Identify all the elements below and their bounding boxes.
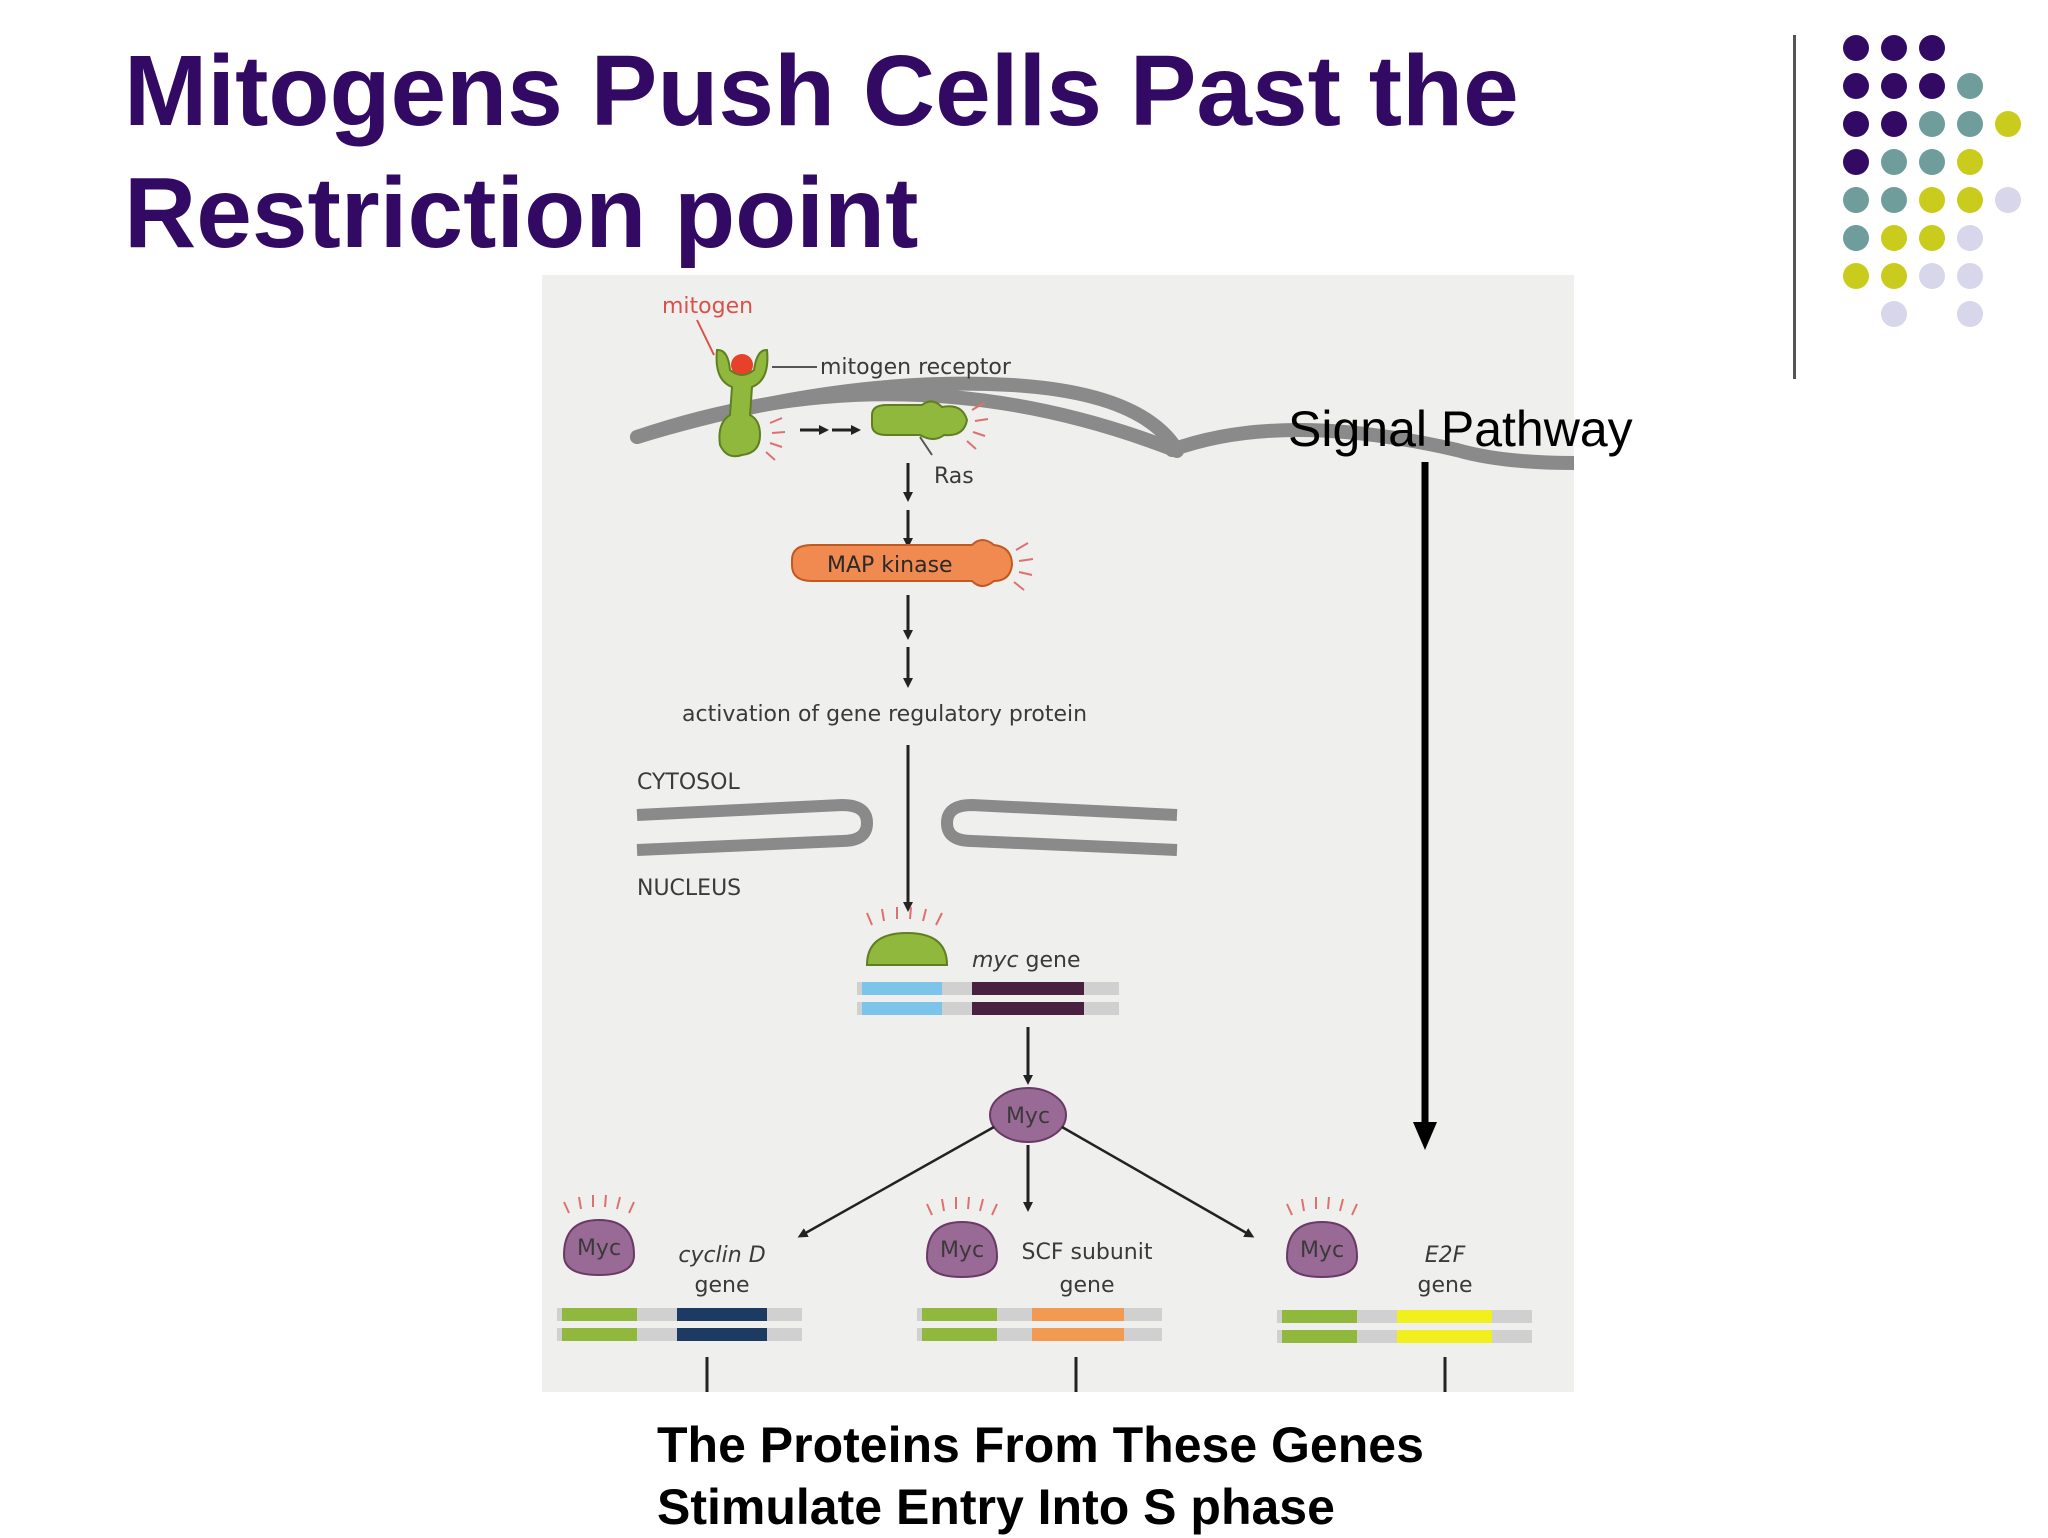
map-kinase-protein — [791, 539, 1014, 587]
nuclear-envelope — [636, 798, 1178, 856]
activation-label: activation of gene regulatory protein — [682, 702, 1087, 727]
membrane-arc — [630, 387, 1184, 458]
vertical-divider — [1793, 35, 1796, 379]
caption-line-2: Stimulate Entry Into S phase — [657, 1479, 1335, 1535]
e2f-label: E2F — [1425, 1243, 1466, 1268]
gene-regulatory-protein — [865, 931, 949, 966]
cyclin-d-gene-word: gene — [695, 1273, 750, 1298]
title-line-2: Restriction point — [124, 157, 919, 269]
slide-caption: The Proteins From These Genes Stimulate … — [657, 1414, 1757, 1538]
ras-activation-marks — [966, 402, 989, 450]
diagram-background — [542, 275, 1574, 1392]
signal-pathway-label: Signal Pathway — [1288, 401, 1633, 457]
cyclin-d-gene-group: Myc cyclin D gene — [557, 1194, 802, 1392]
signal-pathway-diagram: mitogen mitogen receptor Ras — [542, 275, 1574, 1392]
slide-title: Mitogens Push Cells Past the Restriction… — [124, 30, 1624, 274]
decorative-dot-grid — [1820, 28, 2040, 348]
ras-label: Ras — [934, 464, 974, 489]
regulatory-protein-activation-marks — [866, 906, 943, 926]
mitogen-molecule — [731, 354, 753, 376]
receptor-label: mitogen receptor — [820, 355, 1012, 380]
ras-protein — [871, 400, 969, 440]
myc-on-cyclin-d: Myc — [577, 1236, 621, 1261]
myc-protein — [989, 1087, 1067, 1143]
myc-gene-label: myc gene — [972, 948, 1081, 973]
myc-on-scf: Myc — [940, 1238, 984, 1263]
map-kinase-activation-marks — [1013, 542, 1034, 591]
scf-gene-word: gene — [1060, 1273, 1115, 1298]
nucleus-label: NUCLEUS — [637, 876, 741, 901]
myc-gene-dna — [857, 982, 1119, 1015]
myc-protein-label: Myc — [1006, 1104, 1050, 1129]
cyclin-d-label: cyclin D — [678, 1243, 765, 1268]
caption-line-1: The Proteins From These Genes — [657, 1417, 1424, 1473]
signal-pathway-arrow — [1410, 462, 1450, 1152]
mitogen-receptor — [715, 348, 769, 458]
scf-subunit-label: SCF subunit — [1022, 1240, 1153, 1265]
title-line-1: Mitogens Push Cells Past the — [124, 35, 1519, 147]
e2f-gene-group: Myc E2F gene — [1277, 1196, 1532, 1392]
cytosol-label: CYTOSOL — [637, 770, 740, 795]
myc-on-e2f: Myc — [1300, 1238, 1344, 1263]
scf-subunit-gene-group: Myc SCF subunit gene — [917, 1196, 1162, 1392]
mitogen-label: mitogen — [662, 294, 753, 319]
map-kinase-label: MAP kinase — [827, 553, 953, 578]
receptor-activation-marks — [765, 417, 786, 461]
e2f-gene-word: gene — [1418, 1273, 1473, 1298]
